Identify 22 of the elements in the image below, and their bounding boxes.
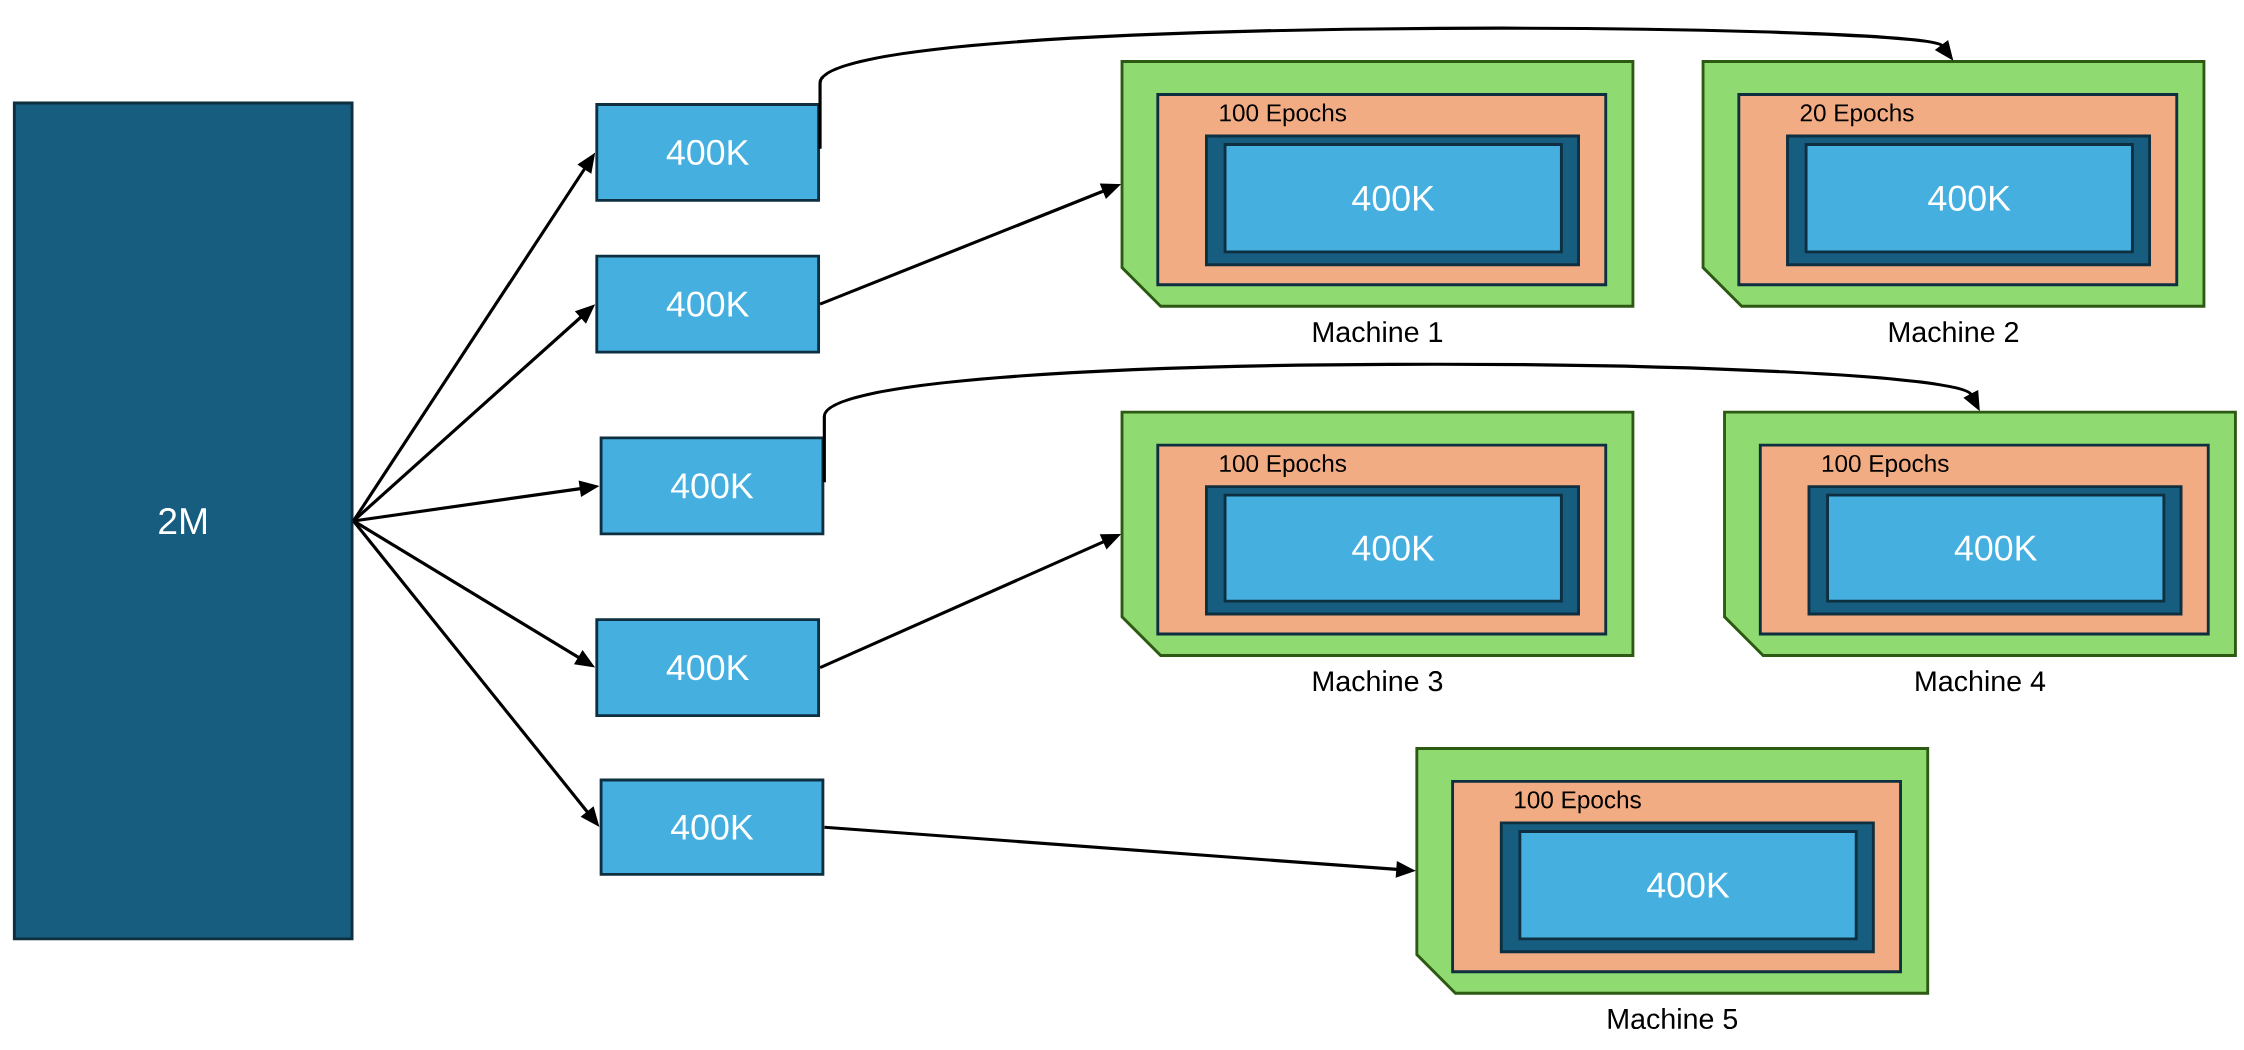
machine-label: Machine 4 <box>1916 670 2046 692</box>
epoch-label: 100 Epochs <box>1515 790 1641 813</box>
epoch-label: 100 Epochs <box>1220 103 1347 127</box>
data-box: 400K <box>1518 829 1858 941</box>
machine-label: Machine 1 <box>1313 320 1443 342</box>
epoch-label: 100 Epochs <box>1822 454 1949 477</box>
data-box: 400K <box>595 102 821 202</box>
machine-label: Machine 2 <box>1889 320 2019 342</box>
data-box: 400K <box>599 778 825 876</box>
data-box: 400K <box>1223 493 1563 603</box>
data-box: 400K <box>1804 142 2134 254</box>
machine-label: Machine 5 <box>1608 1007 1738 1029</box>
data-box: 400K <box>595 254 821 354</box>
epoch-label: 20 Epochs <box>1800 103 1914 127</box>
data-box: 400K <box>1826 493 2166 603</box>
data-box: 400K <box>595 618 821 717</box>
data-box: 400K <box>599 436 825 535</box>
data-box: 400K <box>1223 142 1563 254</box>
machine-label: Machine 3 <box>1313 670 1443 692</box>
data-box: 2M <box>12 101 354 941</box>
epoch-label: 100 Epochs <box>1220 454 1347 477</box>
arrow <box>822 362 1980 483</box>
